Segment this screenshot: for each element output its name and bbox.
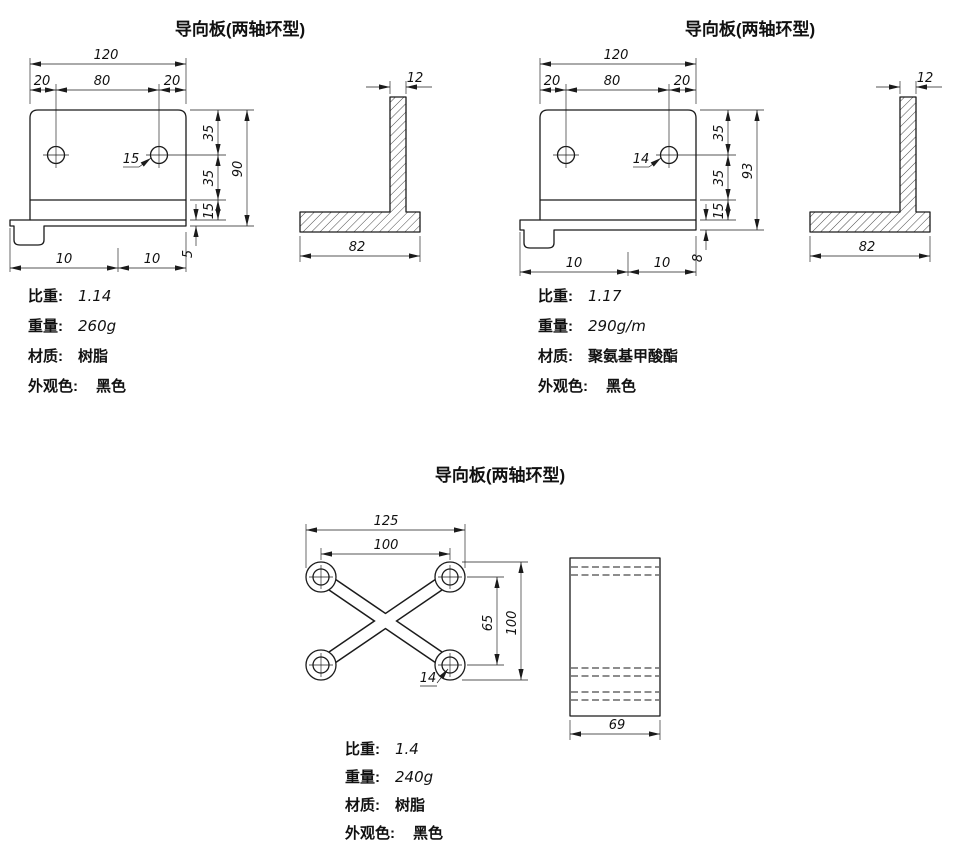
drawing-1-side-view: 12 82: [299, 71, 432, 262]
d1-spec-label: 材质:: [28, 347, 63, 365]
d3-dim-side-width: 69: [609, 718, 626, 733]
d1-dim-side-thickness: 12: [407, 71, 424, 86]
d3-spec-value: 树脂: [395, 796, 425, 814]
drawing-3-side-view: 69: [569, 557, 661, 740]
d2-dim-mid: 80: [604, 74, 621, 89]
d1-dim-right: 20: [164, 74, 181, 89]
d1-spec-value: 260g: [78, 317, 116, 335]
d3-dim-pitch-v: 65: [481, 615, 496, 632]
d2-dim-left: 20: [544, 74, 561, 89]
d3-spec-label: 比重:: [345, 740, 380, 758]
d3-dim-overall-width: 125: [374, 514, 399, 529]
d1-spec-label: 外观色:: [27, 377, 78, 395]
drawing-2-title: 导向板(两轴环型): [685, 19, 815, 39]
d1-dim-hole-dia: 15: [123, 152, 140, 167]
d2-dim-b1: 10: [566, 256, 583, 271]
drawing-2-front-view: [519, 109, 697, 249]
drawing-2-side-view: 12 82: [809, 71, 942, 262]
d1-dim-mid: 80: [94, 74, 111, 89]
d1-dim-v1: 35: [202, 125, 217, 142]
d1-dim-v3: 15: [202, 203, 217, 220]
drawing-2-dimensions: 120 20 80 20 14 35 35 15 93 8: [519, 48, 764, 276]
d1-dim-left: 20: [34, 74, 51, 89]
d3-spec-value: 1.4: [395, 740, 419, 758]
d1-dim-b1: 10: [56, 252, 73, 267]
d2-dim-b2: 10: [654, 256, 671, 271]
drawing-1-title: 导向板(两轴环型): [175, 19, 305, 39]
d3-spec-label: 重量:: [345, 768, 380, 786]
d2-dim-overall-height: 93: [741, 163, 756, 180]
d2-spec-label: 外观色:: [537, 377, 588, 395]
d1-dim-lip: 5: [181, 250, 196, 258]
d2-spec-label: 比重:: [538, 287, 573, 305]
drawing-2: 导向板(两轴环型) 120 20 80 20 14: [519, 19, 942, 395]
drawing-3-dimensions: 125 100 65 100 14: [305, 514, 528, 687]
d3-spec-label: 材质:: [345, 796, 380, 814]
d2-spec-value: 黑色: [606, 377, 636, 395]
d3-spec-value: 240g: [395, 768, 433, 786]
d2-dim-overall-width: 120: [604, 48, 629, 63]
d1-dim-v2: 35: [202, 170, 217, 187]
d2-dim-side-base: 82: [859, 240, 876, 255]
d1-spec-value: 黑色: [96, 377, 126, 395]
d2-dim-v1: 35: [712, 125, 727, 142]
d1-dim-b2: 10: [144, 252, 161, 267]
drawing-3-front-view: [305, 561, 466, 681]
d3-spec-value: 黑色: [413, 824, 443, 842]
d1-spec-label: 重量:: [28, 317, 63, 335]
drawing-1-dimensions: 120 20 80 20 15 35 35 15 90 5: [9, 48, 254, 272]
d3-dim-overall-height: 100: [505, 611, 520, 636]
drawing-3-specs: 比重: 1.4 重量: 240g 材质: 树脂 外观色: 黑色: [344, 740, 443, 842]
drawing-1: 导向板(两轴环型) 120 20 80 20 15: [9, 19, 432, 395]
d2-dim-v3: 15: [712, 203, 727, 220]
d2-dim-hole-dia: 14: [633, 152, 650, 167]
d2-dim-right: 20: [674, 74, 691, 89]
d2-spec-value: 290g/m: [588, 317, 646, 335]
d2-dim-side-thickness: 12: [917, 71, 934, 86]
d2-spec-value: 1.17: [588, 287, 622, 305]
d2-spec-label: 重量:: [538, 317, 573, 335]
d1-dim-overall-width: 120: [94, 48, 119, 63]
d1-dim-overall-height: 90: [231, 161, 246, 178]
d2-spec-value: 聚氨基甲酸酯: [587, 347, 678, 365]
d1-spec-label: 比重:: [28, 287, 63, 305]
d1-dim-side-base: 82: [349, 240, 366, 255]
d3-dim-pitch-h: 100: [374, 538, 399, 553]
drawing-1-specs: 比重: 1.14 重量: 260g 材质: 树脂 外观色: 黑色: [27, 287, 126, 395]
d2-dim-v2: 35: [712, 170, 727, 187]
d2-spec-label: 材质:: [538, 347, 573, 365]
drawing-3-title: 导向板(两轴环型): [435, 465, 565, 485]
drawing-1-front-view: [9, 109, 187, 246]
d1-spec-value: 树脂: [78, 347, 108, 365]
d1-spec-value: 1.14: [78, 287, 111, 305]
drawing-2-specs: 比重: 1.17 重量: 290g/m 材质: 聚氨基甲酸酯 外观色: 黑色: [537, 287, 678, 395]
d3-spec-label: 外观色:: [344, 824, 395, 842]
d3-dim-hole-dia: 14: [420, 671, 437, 686]
drawing-3: 导向板(两轴环型) 125: [305, 465, 661, 842]
d2-dim-lip: 8: [691, 254, 706, 262]
